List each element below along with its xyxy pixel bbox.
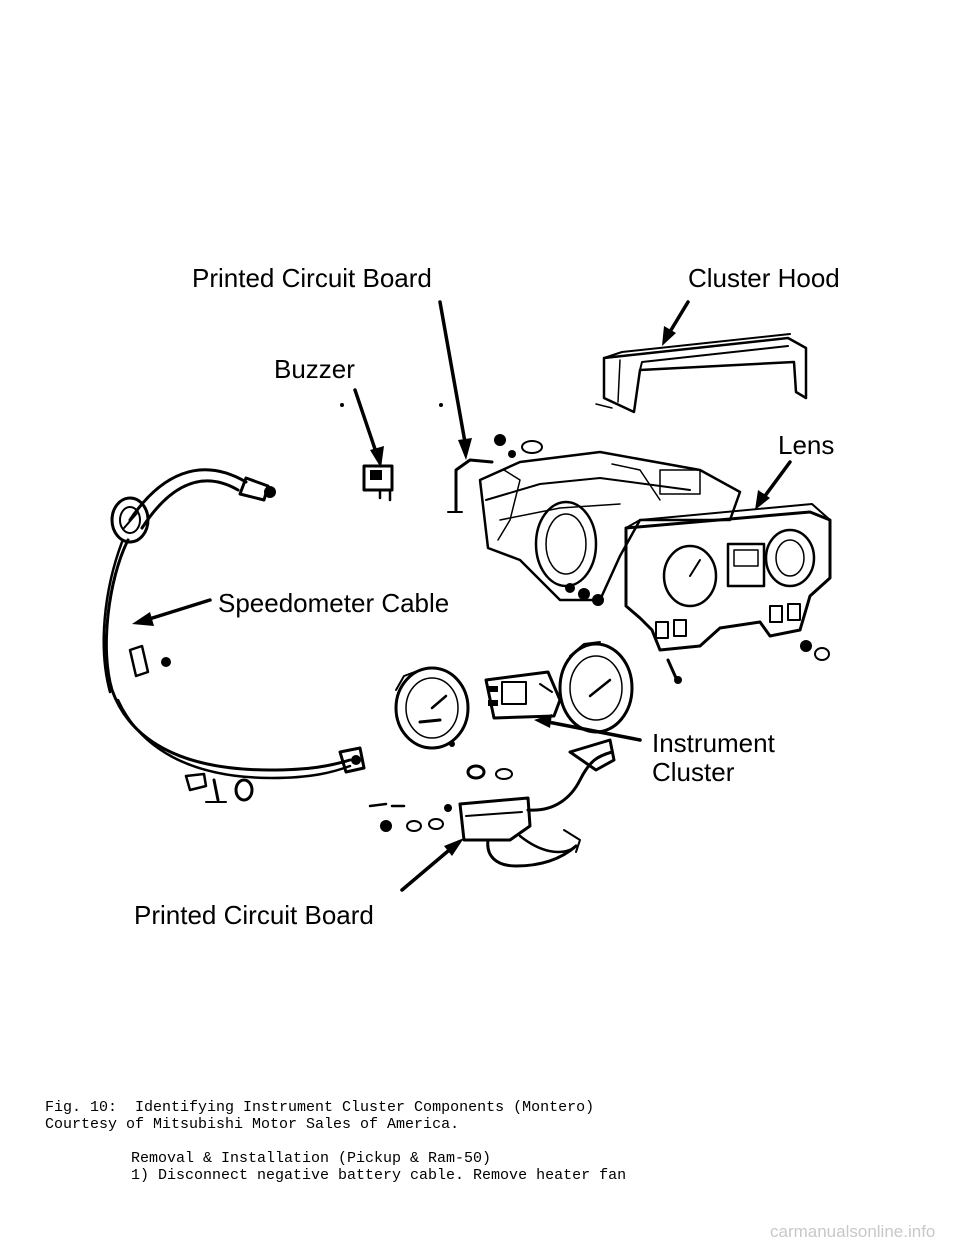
speedometer-cable: [102, 468, 366, 803]
label-printed-circuit-board-top: Printed Circuit Board: [192, 263, 432, 293]
label-speedometer-cable: Speedometer Cable: [218, 588, 449, 618]
step-1-text: 1) Disconnect negative battery cable. Re…: [131, 1167, 627, 1184]
label-buzzer: Buzzer: [274, 354, 355, 384]
leader-arrow-pcb-top: [438, 300, 472, 460]
label-cluster-hood: Cluster Hood: [688, 263, 840, 293]
leader-arrow-speedometer-cable: [132, 598, 212, 626]
buzzer: [362, 464, 394, 502]
lens-bezel: [565, 503, 832, 684]
section-title: Removal & Installation (Pickup & Ram-50): [131, 1150, 492, 1167]
label-printed-circuit-board-bottom: Printed Circuit Board: [134, 900, 374, 930]
leader-arrow-pcb-bottom: [400, 838, 464, 892]
label-cluster: Cluster: [652, 757, 735, 787]
label-lens: Lens: [778, 430, 834, 460]
figure-caption-line-2: Courtesy of Mitsubishi Motor Sales of Am…: [45, 1116, 460, 1133]
leader-arrow-buzzer: [340, 388, 384, 468]
leader-arrow-cluster-hood: [662, 300, 690, 346]
watermark: carmanualsonline.info: [770, 1222, 936, 1241]
gauge-center: [484, 670, 562, 720]
cluster-housing: [447, 434, 742, 602]
label-instrument: Instrument: [652, 728, 776, 758]
lower-circuit-board: [368, 738, 616, 868]
leader-arrow-lens: [755, 460, 792, 510]
figure-caption-line-1: Fig. 10: Identifying Instrument Cluster …: [45, 1099, 595, 1116]
gauge-right: [558, 641, 634, 734]
cluster-hood: [595, 333, 808, 414]
gauge-left: [394, 666, 470, 750]
